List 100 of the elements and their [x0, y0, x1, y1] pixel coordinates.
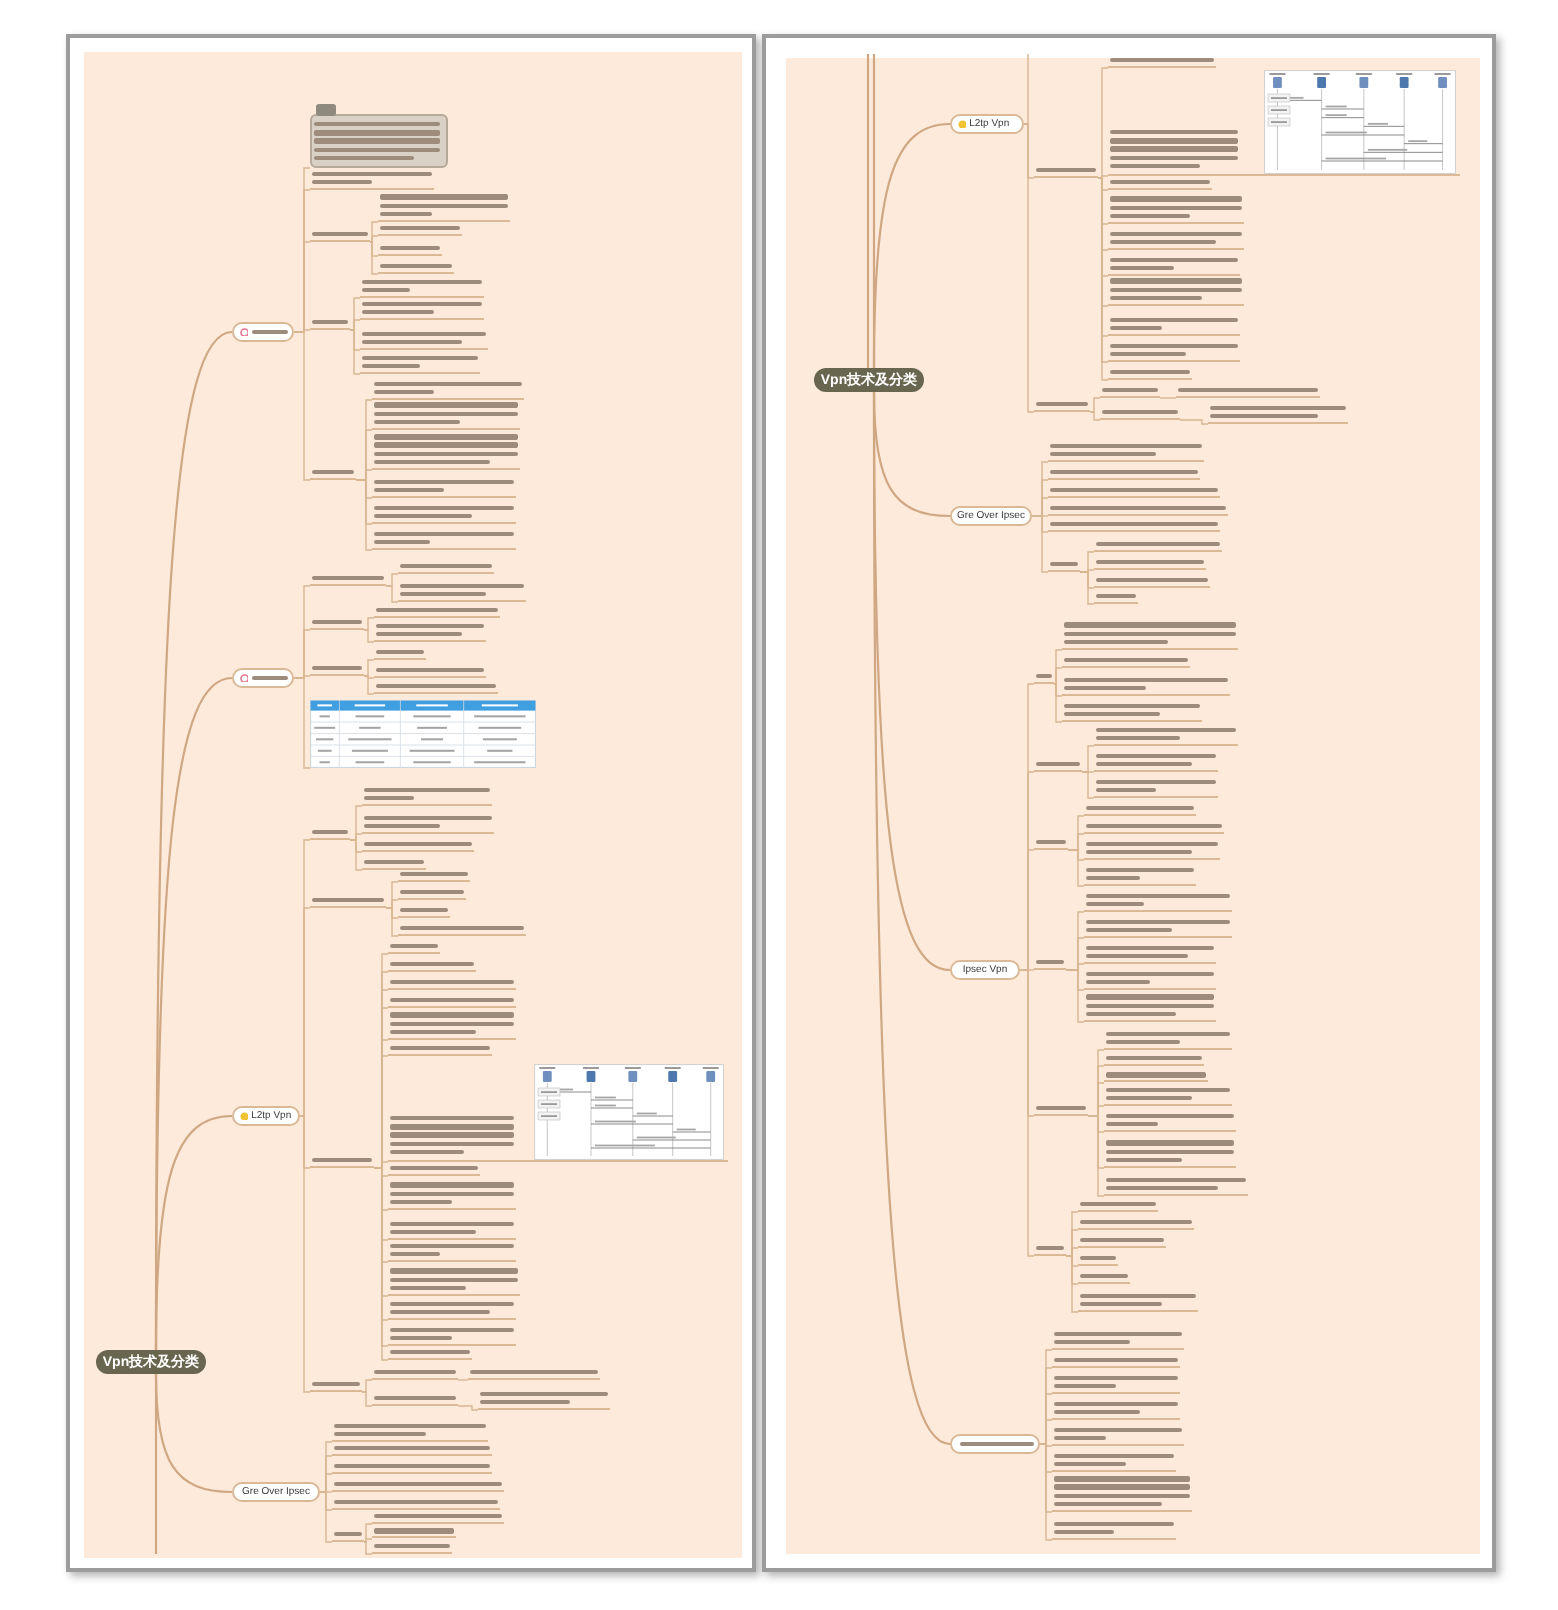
blurred-topic	[1084, 969, 1216, 990]
blurred-topic	[1108, 229, 1244, 250]
blurred-topic	[398, 561, 494, 574]
blurred-topic	[310, 1379, 362, 1392]
blurred-topic	[310, 617, 364, 630]
connector-line	[319, 1473, 333, 1493]
blurred-topic	[1052, 1425, 1184, 1446]
blurred-topic	[1078, 1217, 1194, 1230]
connector-line	[363, 1541, 373, 1555]
blurred-topic	[388, 1266, 520, 1296]
blurred-topic	[1034, 399, 1090, 412]
blurred-topic	[362, 785, 492, 806]
blurred-topic	[1084, 865, 1196, 886]
connector-line	[349, 833, 363, 841]
blurred-topic	[1034, 837, 1068, 850]
blurred-topic	[1048, 559, 1080, 572]
blurred-topic	[360, 329, 488, 350]
blurred-topic	[310, 229, 370, 242]
branch-topic	[950, 1434, 1040, 1454]
blurred-topic	[1048, 441, 1204, 462]
blurred-topic	[1108, 255, 1240, 276]
blurred-topic	[1108, 341, 1240, 362]
blurred-topic	[398, 581, 526, 602]
blurred-topic	[372, 1367, 458, 1380]
connector-line	[1019, 969, 1035, 1257]
blurred-topic	[1034, 957, 1066, 970]
blurred-topic	[1094, 575, 1210, 588]
connector-line	[299, 907, 311, 1117]
connector-line	[457, 1379, 469, 1381]
blurred-topic	[1048, 503, 1228, 516]
blurred-topic	[372, 379, 524, 400]
blurred-topic	[398, 905, 450, 918]
blurred-topic	[378, 261, 454, 274]
connector-line	[872, 54, 876, 368]
connector-line	[355, 479, 373, 551]
blurred-topic	[332, 1443, 492, 1456]
blurred-topic	[1078, 1235, 1166, 1248]
blurred-topic	[1084, 992, 1216, 1022]
connector-line	[1097, 175, 1109, 179]
connector-line	[1053, 667, 1063, 685]
blurred-topic	[332, 1497, 500, 1510]
blurred-topic	[310, 573, 386, 586]
blurred-topic	[1104, 1029, 1232, 1050]
blurred-topic	[372, 400, 520, 430]
blurred-topic	[362, 839, 474, 852]
blurred-topic	[1108, 367, 1192, 380]
connector-line	[363, 629, 375, 643]
blurred-topic	[1084, 917, 1232, 938]
blurred-topic	[388, 1241, 516, 1262]
connector-line	[1097, 67, 1109, 179]
blurred-topic	[1084, 839, 1220, 860]
blurred-topic	[374, 621, 486, 642]
blurred-topic	[332, 1479, 504, 1492]
blurred-topic	[1176, 385, 1320, 398]
blurred-topic	[1048, 485, 1220, 498]
blurred-topic	[1084, 891, 1232, 912]
blurred-topic	[310, 663, 364, 676]
connector-line	[1067, 849, 1085, 887]
blurred-topic	[1108, 194, 1244, 224]
table-picture	[310, 700, 536, 768]
connector-line	[363, 617, 375, 631]
blurred-topic	[1062, 675, 1230, 696]
blurred-topic	[1048, 519, 1220, 532]
blurred-topic	[388, 1219, 516, 1240]
blurred-topic	[360, 299, 484, 320]
blurred-topic	[362, 813, 494, 834]
blurred-topic	[310, 827, 350, 840]
blurred-topic	[1034, 165, 1098, 178]
connector-line	[293, 331, 311, 481]
blurred-topic	[388, 995, 516, 1008]
connector-line	[1087, 1115, 1105, 1197]
blurred-topic	[374, 605, 500, 618]
blurred-topic	[374, 647, 426, 660]
connector-line	[1031, 515, 1049, 573]
blurred-topic	[1208, 403, 1348, 424]
connector-line	[363, 659, 375, 677]
blurred-topic	[1104, 1111, 1236, 1132]
blurred-topic	[1052, 1519, 1176, 1540]
connector-line	[1159, 397, 1177, 399]
blurred-topic	[1104, 1175, 1248, 1196]
connector-line	[1081, 745, 1095, 773]
connector-line	[319, 1491, 333, 1543]
blurred-topic	[372, 1541, 452, 1554]
blurred-topic	[378, 243, 442, 256]
blurred-topic	[388, 1010, 516, 1040]
blurred-topic	[388, 1347, 472, 1360]
blurred-topic	[1104, 1085, 1232, 1106]
blurred-topic	[1034, 1103, 1088, 1116]
blurred-topic	[1108, 276, 1244, 306]
connector-line	[293, 677, 311, 769]
blurred-topic	[1104, 1053, 1204, 1066]
blurred-topic	[1052, 1373, 1180, 1394]
blurred-topic	[374, 681, 498, 694]
blurred-topic	[378, 223, 462, 236]
connector-line	[866, 54, 870, 368]
blurred-topic	[1078, 1291, 1198, 1312]
blurred-topic	[1062, 701, 1202, 722]
blurred-topic	[360, 353, 480, 374]
connector-line	[1179, 419, 1209, 425]
connector-line	[1039, 1419, 1053, 1445]
